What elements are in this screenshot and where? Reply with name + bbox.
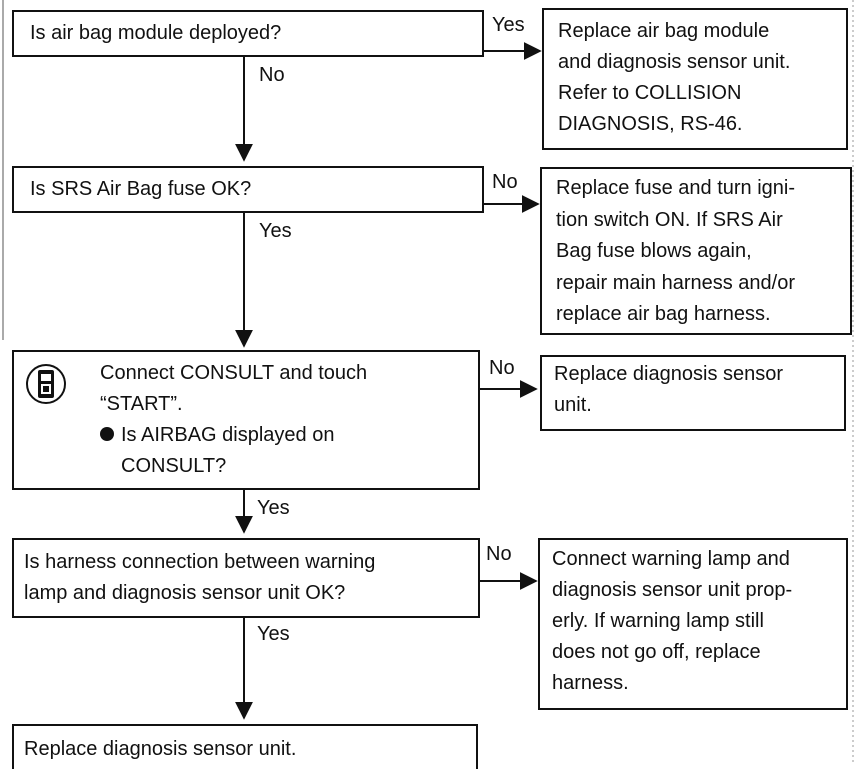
step-text: “START”. [100, 393, 183, 415]
action-text: and diagnosis sensor unit. [558, 51, 791, 73]
step-text: Is SRS Air Bag fuse OK? [30, 178, 252, 200]
action-text: Bag fuse blows again, [556, 240, 752, 262]
action-text: Connect warning lamp and [552, 548, 790, 570]
step-box-airbag-deployed: Is air bag module deployed? [12, 10, 484, 57]
bullet-dot-icon [100, 427, 114, 441]
action-text: Refer to COLLISION [558, 82, 742, 104]
step-box-replace-sensor: Replace diagnosis sensor unit. [12, 724, 478, 769]
step-text: Is harness connection between warning [24, 551, 376, 573]
action-text: diagnosis sensor unit prop- [552, 579, 793, 601]
step-text: lamp and diagnosis sensor unit OK? [24, 582, 346, 604]
consult-tester-icon [24, 362, 68, 406]
action-text: Replace air bag module [558, 20, 770, 42]
action-text: Replace diagnosis sensor [554, 363, 784, 385]
action-text: harness. [552, 672, 629, 694]
action-box-replace-sensor: Replace diagnosis sensor unit. [540, 355, 846, 431]
action-box-connect-lamp: Connect warning lamp and diagnosis senso… [538, 538, 848, 710]
step-bullet-line: Is AIRBAG displayed on [100, 420, 478, 451]
step-text: Replace diagnosis sensor unit. [24, 738, 297, 760]
branch-label-q4-no: No [486, 543, 512, 565]
step-box-harness-connection: Is harness connection between warning la… [12, 538, 480, 618]
action-text: tion switch ON. If SRS Air [556, 208, 783, 231]
step-text: Is air bag module deployed? [30, 22, 282, 44]
branch-label-q1-yes: Yes [492, 14, 525, 36]
step-box-connect-consult: Connect CONSULT and touch “START”. Is AI… [12, 350, 480, 490]
action-text: repair main harness and/or [556, 271, 796, 294]
action-text: unit. [554, 394, 592, 416]
branch-label-q4-yes: Yes [257, 623, 290, 645]
action-text: Replace fuse and turn igni- [556, 177, 796, 199]
branch-label-q1-no: No [259, 64, 285, 86]
action-text: DIAGNOSIS, RS-46. [558, 113, 743, 135]
step-box-fuse-ok: Is SRS Air Bag fuse OK? [12, 166, 484, 213]
action-text: replace air bag harness. [556, 303, 771, 325]
branch-label-q2-yes: Yes [259, 220, 292, 242]
branch-label-q3-yes: Yes [257, 497, 290, 519]
action-box-replace-fuse: Replace fuse and turn igni- tion switch … [540, 167, 852, 335]
action-text: erly. If warning lamp still [552, 610, 764, 632]
step-text: Is AIRBAG displayed on [121, 424, 335, 446]
branch-label-q3-no: No [489, 357, 515, 379]
step-text: CONSULT? [121, 455, 227, 477]
action-text: does not go off, replace [552, 641, 761, 663]
action-box-replace-module: Replace air bag module and diagnosis sen… [542, 8, 848, 150]
branch-label-q2-no: No [492, 171, 518, 193]
step-text: Connect CONSULT and touch [100, 362, 368, 384]
